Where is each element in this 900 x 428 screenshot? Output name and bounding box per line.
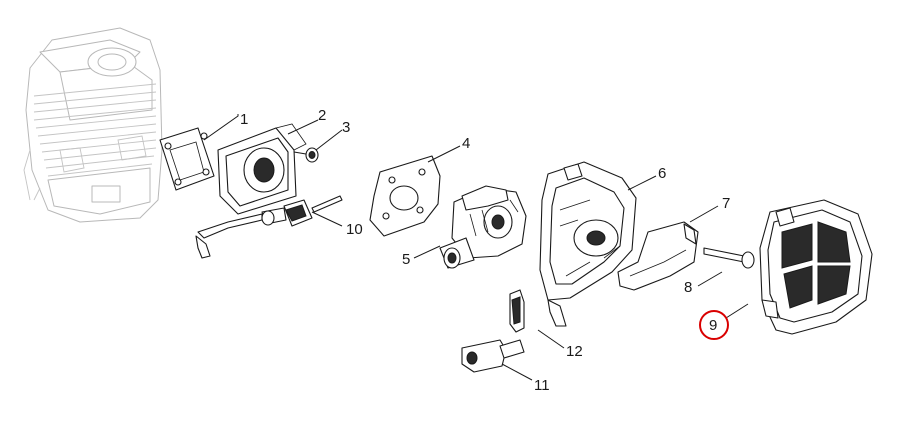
callout-4: 4 — [462, 135, 470, 152]
leader-4 — [427, 145, 461, 163]
callout-labels: 1 2 3 4 5 6 7 8 9 10 11 12 — [240, 107, 730, 394]
leader-1 — [203, 114, 239, 141]
callout-3: 3 — [342, 119, 350, 136]
carburetor-gasket-part — [369, 155, 441, 237]
leader-12 — [537, 329, 565, 349]
callout-11: 11 — [534, 377, 550, 394]
callout-7: 7 — [722, 195, 730, 212]
air-filter-part — [759, 199, 873, 335]
leader-7 — [689, 205, 719, 223]
callout-12: 12 — [566, 343, 583, 360]
callout-9: 9 — [709, 317, 717, 334]
leader-9 — [725, 303, 749, 319]
gasket-part — [159, 127, 215, 191]
callout-10: 10 — [346, 221, 363, 238]
choke-linkage-part — [261, 195, 343, 227]
leader-3 — [315, 129, 343, 151]
engine-block — [23, 27, 163, 223]
intake-manifold-part — [195, 123, 307, 259]
leader-lines — [203, 114, 749, 381]
callout-2: 2 — [318, 107, 326, 124]
air-filter-base-part — [539, 161, 637, 327]
callout-6: 6 — [658, 165, 666, 182]
leader-11 — [501, 363, 533, 381]
leader-6 — [627, 175, 657, 191]
baffle-part — [617, 221, 699, 291]
leader-5 — [413, 245, 441, 259]
highlight-ring — [699, 310, 729, 340]
screw-part — [293, 147, 319, 163]
bracket-part — [509, 289, 525, 333]
leader-10 — [311, 211, 343, 227]
carburetor-part — [439, 185, 527, 269]
callout-8: 8 — [684, 279, 692, 296]
callout-5: 5 — [402, 251, 410, 268]
leader-2 — [287, 119, 319, 135]
choke-lever-part — [461, 339, 525, 373]
callout-1: 1 — [240, 111, 248, 128]
leader-8 — [697, 271, 723, 287]
stud-part — [703, 247, 755, 269]
